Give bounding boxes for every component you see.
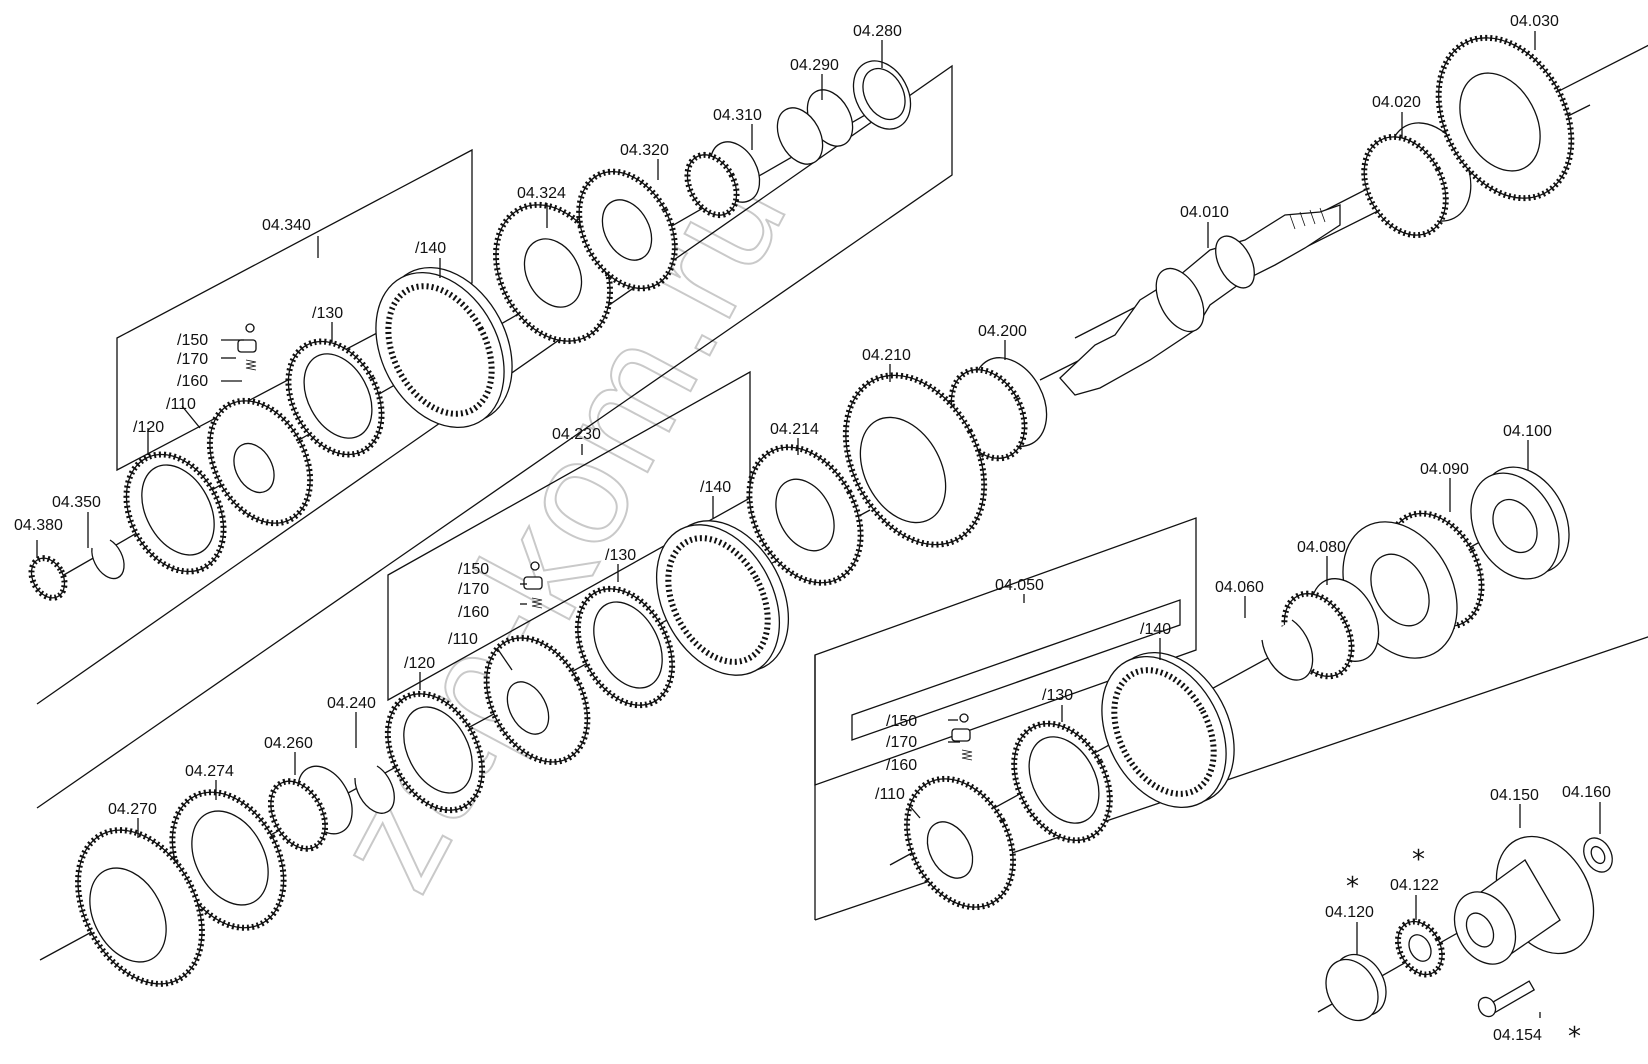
label-04-122: 04.122 bbox=[1390, 877, 1439, 894]
part-04-020-bearing bbox=[1361, 122, 1472, 239]
label-04-154: 04.154 bbox=[1493, 1027, 1542, 1044]
label-04-290: 04.290 bbox=[790, 57, 839, 74]
label-120-upper: /120 bbox=[133, 419, 164, 436]
part-04-270-gear bbox=[75, 827, 205, 987]
part-110-hub-lower bbox=[903, 775, 1017, 911]
label-130-lower: /130 bbox=[1042, 687, 1073, 704]
part-04-290-bushing bbox=[776, 89, 854, 165]
label-120-middle: /120 bbox=[404, 655, 435, 672]
label-04-320: 04.320 bbox=[620, 142, 669, 159]
part-04-240-circlip bbox=[354, 765, 395, 814]
label-04-160: 04.160 bbox=[1562, 784, 1611, 801]
label-04-020: 04.020 bbox=[1372, 94, 1421, 111]
part-04-324-gear bbox=[492, 201, 614, 345]
label-04-310: 04.310 bbox=[713, 107, 762, 124]
part-140-sleeve-middle bbox=[655, 520, 790, 676]
detent-parts-upper bbox=[237, 323, 257, 371]
part-04-320-gear bbox=[576, 168, 678, 292]
part-04-010-mainshaft bbox=[1059, 204, 1341, 396]
part-04-210-gear bbox=[842, 372, 988, 548]
label-150-middle: /150 bbox=[458, 561, 489, 578]
label-04-010: 04.010 bbox=[1180, 204, 1229, 221]
label-04-230: 04.230 bbox=[552, 426, 601, 443]
asterisk-04-120: * bbox=[1346, 872, 1359, 902]
label-04-380: 04.380 bbox=[14, 517, 63, 534]
label-160-upper: /160 bbox=[177, 373, 208, 390]
label-04-324: 04.324 bbox=[517, 185, 566, 202]
label-04-210: 04.210 bbox=[862, 347, 911, 364]
part-04-380-pinion bbox=[28, 555, 68, 601]
label-170-lower: /170 bbox=[886, 734, 917, 751]
label-04-280: 04.280 bbox=[853, 23, 902, 40]
label-160-middle: /160 bbox=[458, 604, 489, 621]
label-140-lower: /140 bbox=[1140, 621, 1171, 638]
part-140-sleeve-upper bbox=[375, 266, 513, 429]
label-04-350: 04.350 bbox=[52, 494, 101, 511]
labels: 04.340 04.230 04.050 04.280 04.290 04.31… bbox=[14, 13, 1611, 1052]
label-160-lower: /160 bbox=[886, 757, 917, 774]
label-110-lower: /110 bbox=[875, 786, 905, 803]
label-04-080: 04.080 bbox=[1297, 539, 1346, 556]
part-04-160-nut bbox=[1583, 837, 1613, 873]
part-04-280-ring bbox=[852, 60, 912, 130]
label-110-middle: /110 bbox=[448, 631, 478, 648]
label-150-upper: /150 bbox=[177, 332, 208, 349]
label-04-340: 04.340 bbox=[262, 217, 311, 234]
part-130-sync-ring-middle bbox=[574, 585, 676, 709]
label-170-upper: /170 bbox=[177, 351, 208, 368]
part-130-sync-ring-lower bbox=[1011, 720, 1113, 844]
part-04-080-needle-bearing bbox=[1281, 578, 1380, 680]
part-04-214-gear bbox=[746, 444, 864, 586]
part-04-154-bolt bbox=[1477, 980, 1536, 1018]
part-04-060-circlip bbox=[1261, 619, 1314, 681]
label-04-060: 04.060 bbox=[1215, 579, 1264, 596]
asterisk-04-122: * bbox=[1412, 845, 1425, 875]
group-frame-04-050 bbox=[851, 599, 1181, 741]
label-04-214: 04.214 bbox=[770, 421, 819, 438]
asterisk-04-154: * bbox=[1568, 1022, 1581, 1052]
part-04-274-gear bbox=[169, 789, 287, 931]
label-04-274: 04.274 bbox=[185, 763, 234, 780]
part-04-030-gear bbox=[1435, 34, 1575, 202]
label-04-120: 04.120 bbox=[1325, 904, 1374, 921]
part-04-350-circlip bbox=[91, 539, 125, 580]
leader-lines bbox=[36, 31, 1601, 1018]
detent-parts-middle bbox=[523, 561, 543, 609]
part-04-260-needle-bearing bbox=[267, 765, 353, 852]
part-110-hub-upper bbox=[206, 397, 314, 527]
label-04-260: 04.260 bbox=[264, 735, 313, 752]
label-04-150: 04.150 bbox=[1490, 787, 1539, 804]
part-04-122-nut bbox=[1394, 918, 1446, 978]
label-130-middle: /130 bbox=[605, 547, 636, 564]
detent-parts-lower bbox=[951, 713, 973, 761]
label-04-240: 04.240 bbox=[327, 695, 376, 712]
group-frame-04-340 bbox=[116, 148, 473, 472]
label-110-upper: /110 bbox=[166, 396, 196, 413]
label-04-030: 04.030 bbox=[1510, 13, 1559, 30]
part-130-sync-ring-upper bbox=[285, 338, 385, 458]
part-140-sleeve-lower bbox=[1101, 651, 1235, 809]
part-04-100-bearing bbox=[1470, 466, 1570, 580]
label-170-middle: /170 bbox=[458, 581, 489, 598]
label-150-lower: /150 bbox=[886, 713, 917, 730]
label-04-200: 04.200 bbox=[978, 323, 1027, 340]
label-140-upper: /140 bbox=[415, 240, 446, 257]
label-140-middle: /140 bbox=[700, 479, 731, 496]
part-04-310-needle-bearing bbox=[684, 141, 761, 219]
label-130-upper: /130 bbox=[312, 305, 343, 322]
label-04-090: 04.090 bbox=[1420, 461, 1469, 478]
part-120-sync-ring-middle bbox=[384, 690, 486, 814]
label-04-100: 04.100 bbox=[1503, 423, 1552, 440]
label-04-270: 04.270 bbox=[108, 801, 157, 818]
part-120-sync-ring-upper bbox=[123, 451, 227, 575]
label-04-050: 04.050 bbox=[995, 577, 1044, 594]
part-04-150-flange bbox=[1453, 835, 1595, 965]
part-04-120-seal bbox=[1325, 953, 1387, 1022]
